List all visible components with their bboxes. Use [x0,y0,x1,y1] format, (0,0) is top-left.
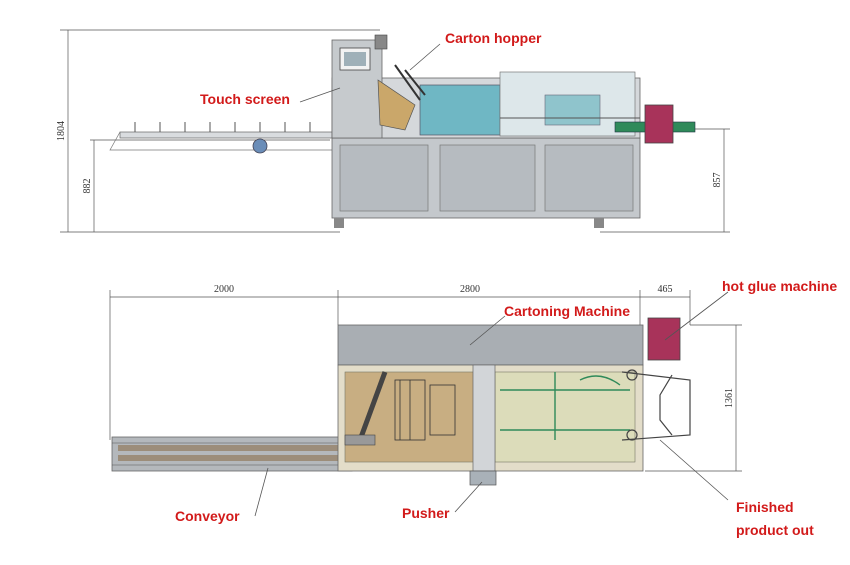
top-conveyor [111,436,353,472]
dim-conveyor-length: 2000 [214,284,234,295]
side-view: 1804 882 857 Carton hopper Touch screen [56,29,730,233]
side-conveyor [109,122,336,154]
label-carton-hopper: Carton hopper [445,30,542,46]
label-finished-line2: product out [736,522,814,538]
dim-overall-height: 1804 [56,121,67,141]
label-cartoning-machine: Cartoning Machine [504,303,630,319]
dim-conveyor-height: 882 [82,179,93,194]
top-view: 2000 2800 465 1361 Cartoning Machine hot… [109,278,837,538]
label-hot-glue-machine: hot glue machine [722,278,837,294]
dim-outfeed-height: 857 [712,173,723,188]
dim-machine-depth: 1361 [724,388,735,408]
dim-machine-length: 2800 [460,284,480,295]
label-finished-line1: Finished [736,499,794,515]
top-dimension-lines [109,290,742,472]
side-machine-body [331,34,696,228]
label-pusher: Pusher [402,505,450,521]
dim-glue-width: 465 [658,284,673,295]
side-dimension-lines [60,29,730,233]
label-touch-screen: Touch screen [200,91,290,107]
top-machine-body [337,317,691,486]
label-conveyor: Conveyor [175,508,240,524]
